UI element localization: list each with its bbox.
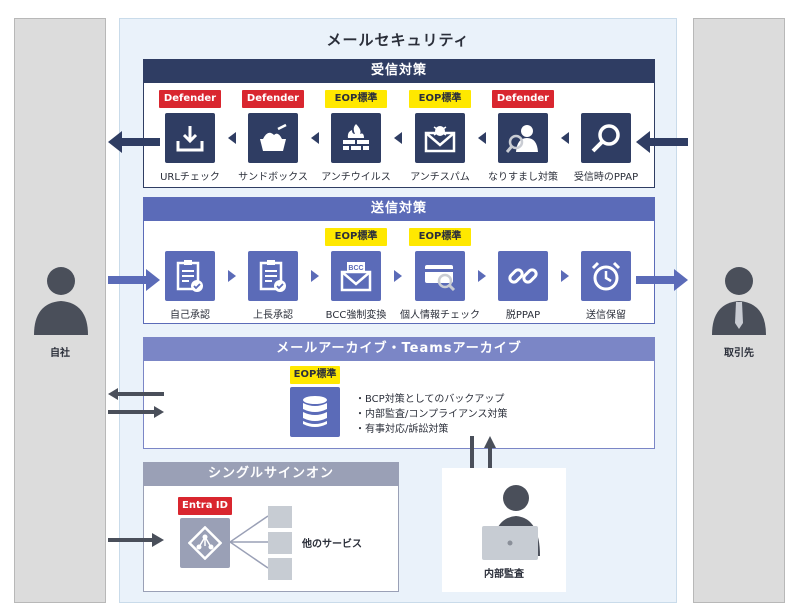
send-item-label-2: 上長承認 xyxy=(253,310,293,321)
alarm-clock-icon xyxy=(581,251,631,301)
entra-id-icon xyxy=(180,518,230,568)
receive-flow-arrow-2 xyxy=(311,132,319,144)
send-item-label-3: BCC強制変換 xyxy=(325,310,387,321)
sso-header: シングルサインオン xyxy=(143,462,399,486)
clipboard-check-icon xyxy=(248,251,298,301)
receive-badge-4: EOP標準 xyxy=(409,90,471,108)
receive-badge-5: Defender xyxy=(492,90,554,108)
receive-flow-arrow-1 xyxy=(228,132,236,144)
entra-id-badge: Entra ID xyxy=(178,497,232,515)
broken-link-icon xyxy=(498,251,548,301)
receive-item-label-2: サンドボックス xyxy=(238,172,308,183)
service-box-3 xyxy=(268,558,292,580)
send-item-label-6: 送信保留 xyxy=(586,310,626,321)
archive-exchange-arrows xyxy=(108,388,164,422)
database-icon xyxy=(290,387,340,437)
send-badge-3: EOP標準 xyxy=(325,228,387,246)
archive-header: メールアーカイブ・Teamsアーカイブ xyxy=(143,337,655,361)
person-search-icon xyxy=(498,113,548,163)
receive-item-label-3: アンチウイルス xyxy=(321,172,391,183)
clipboard-check-icon xyxy=(165,251,215,301)
receive-in-arrow xyxy=(636,131,688,157)
sso-in-arrow xyxy=(108,532,164,551)
send-flow-arrow-5 xyxy=(561,270,569,282)
audit-exchange-arrows xyxy=(466,436,496,496)
partner-person-icon xyxy=(708,263,770,339)
send-flow-arrow-3 xyxy=(394,270,402,282)
bcc-mail-icon: BCC xyxy=(331,251,381,301)
card-search-icon xyxy=(415,251,465,301)
receive-item-label-1: URLチェック xyxy=(160,172,220,183)
receive-badge-3: EOP標準 xyxy=(325,90,387,108)
send-item-label-1: 自己承認 xyxy=(170,310,210,321)
receive-out-arrow xyxy=(108,131,160,157)
archive-panel xyxy=(143,361,655,449)
send-header: 送信対策 xyxy=(143,197,655,221)
sandbox-icon xyxy=(248,113,298,163)
archive-bullet-3: ・有事対応/訴訟対策 xyxy=(355,424,449,435)
other-services-label: 他のサービス xyxy=(302,539,362,550)
auditor-icon xyxy=(482,482,552,564)
send-flow-arrow-1 xyxy=(228,270,236,282)
send-badge-4: EOP標準 xyxy=(409,228,471,246)
service-box-1 xyxy=(268,506,292,528)
send-out-arrow xyxy=(636,269,688,295)
receive-header: 受信対策 xyxy=(143,59,655,83)
archive-badge: EOP標準 xyxy=(290,366,340,384)
receive-item-label-5: なりすまし対策 xyxy=(488,172,558,183)
receive-flow-arrow-4 xyxy=(478,132,486,144)
send-in-arrow xyxy=(108,269,160,295)
page-title: メールセキュリティ xyxy=(326,31,470,49)
magnifier-icon xyxy=(581,113,631,163)
archive-bullet-2: ・内部監査/コンプライアンス対策 xyxy=(355,409,508,420)
receive-badge-1: Defender xyxy=(159,90,221,108)
self-company-person-icon xyxy=(30,263,92,339)
send-flow-arrow-2 xyxy=(311,270,319,282)
send-item-label-4: 個人情報チェック xyxy=(400,310,480,321)
receive-item-label-4: アンチスパム xyxy=(410,172,470,183)
self-company-label: 自社 xyxy=(50,348,70,359)
audit-label: 内部監査 xyxy=(484,569,524,580)
receive-badge-2: Defender xyxy=(242,90,304,108)
receive-flow-arrow-3 xyxy=(394,132,402,144)
receive-flow-arrow-5 xyxy=(561,132,569,144)
spam-mail-icon xyxy=(415,113,465,163)
send-item-label-5: 脱PPAP xyxy=(505,310,541,321)
partner-label: 取引先 xyxy=(724,348,754,359)
archive-bullet-1: ・BCP対策としてのバックアップ xyxy=(355,394,505,405)
sso-connector-lines xyxy=(230,515,269,569)
download-icon xyxy=(165,113,215,163)
receive-item-label-6: 受信時のPPAP xyxy=(573,172,639,183)
send-flow-arrow-4 xyxy=(478,270,486,282)
svg-text:BCC: BCC xyxy=(348,265,363,272)
firewall-icon xyxy=(331,113,381,163)
service-box-2 xyxy=(268,532,292,554)
